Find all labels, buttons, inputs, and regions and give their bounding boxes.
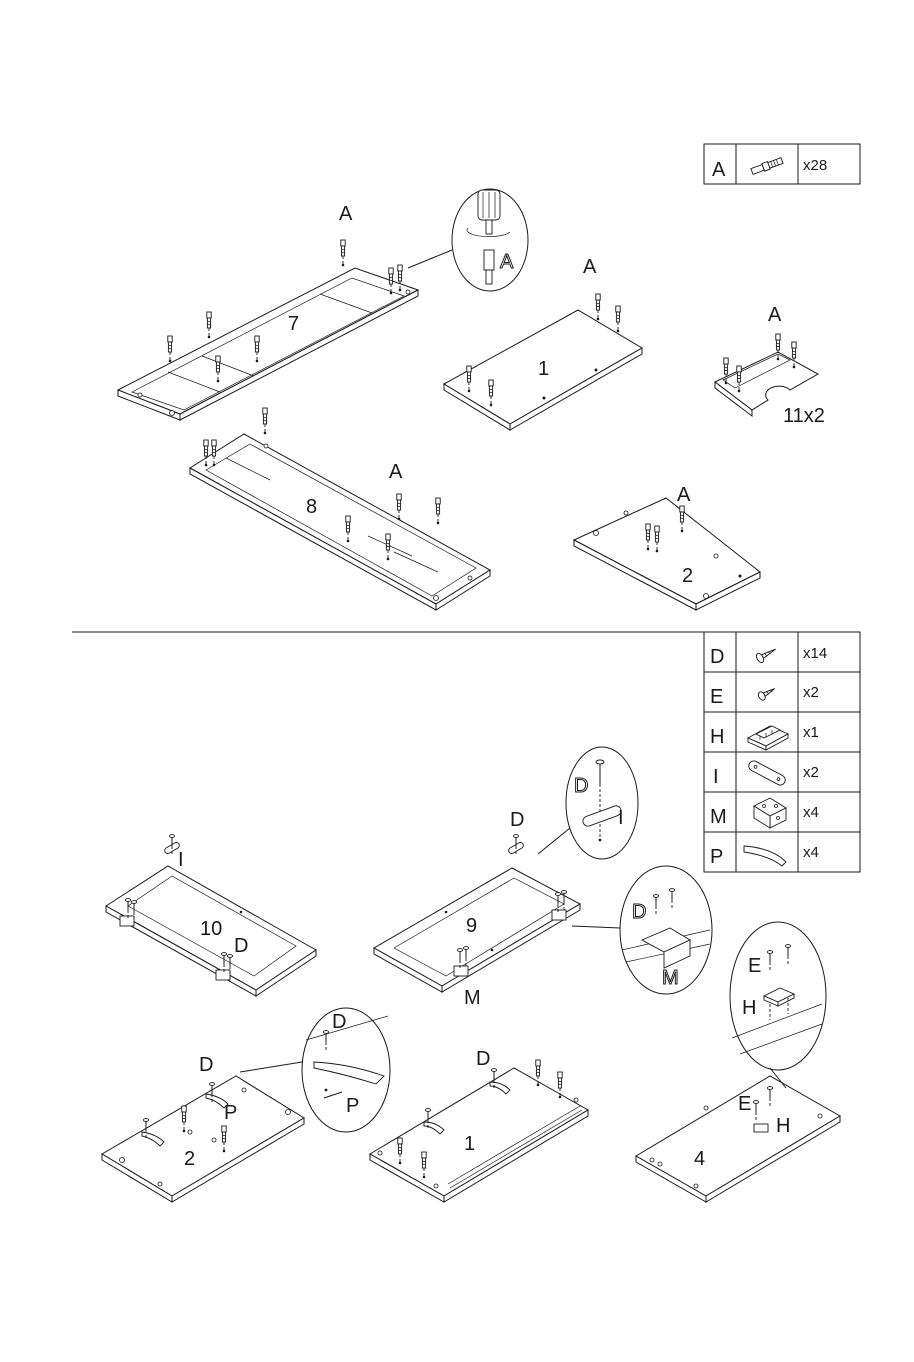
hardware-row-m: M x4 [710, 798, 819, 828]
part-label-h: H [776, 1115, 790, 1137]
part-label-a: A [339, 203, 353, 225]
panel-number: 10 [200, 918, 222, 940]
hardware-letter: D [710, 646, 724, 668]
part-label-m: M [464, 987, 481, 1009]
hardware-letter: M [710, 806, 727, 828]
panel-number: 4 [694, 1148, 705, 1170]
panel-8: 8 A [190, 408, 490, 610]
callout-label-d: D [332, 1011, 346, 1033]
callout-magnet-catch: E H [730, 922, 826, 1088]
callout-label-e: E [748, 955, 761, 977]
hardware-letter: A [712, 159, 726, 181]
hardware-row-e: E x2 [710, 684, 819, 708]
callout-screwdriver: A [408, 189, 528, 291]
connector-plate-icon [747, 759, 787, 787]
hardware-qty: x1 [803, 724, 819, 741]
part-label-a: A [583, 256, 597, 278]
hardware-qty: x2 [803, 684, 819, 701]
hardware-qty: x4 [803, 804, 819, 821]
hardware-table-bottom: D x14 E x2 H [704, 632, 860, 872]
panel-number: 8 [306, 496, 317, 518]
part-label-d: D [510, 809, 524, 831]
screw-small-icon [757, 685, 777, 702]
part-label-d: D [476, 1048, 490, 1070]
panel-2-top: 2 A [574, 484, 760, 610]
curved-plate-icon [744, 846, 786, 866]
callout-label-a: A [500, 251, 514, 273]
bracket-icon [754, 798, 786, 828]
cam-bolt-icon [751, 157, 784, 175]
callout-label-p: P [346, 1095, 359, 1117]
hardware-row-i: I x2 [713, 759, 819, 788]
part-label-p: P [224, 1102, 237, 1124]
panel-11: 11x2 A [715, 304, 825, 427]
part-label-e: E [738, 1093, 751, 1115]
hardware-qty: x14 [803, 645, 827, 662]
callout-label-i: I [618, 807, 624, 829]
callout-connector-plate: D I [538, 747, 638, 859]
hardware-qty: x28 [803, 157, 827, 174]
magnet-catch-icon [748, 726, 788, 750]
panel-number: 7 [288, 313, 299, 335]
hardware-row-h: H x1 [710, 724, 819, 750]
callout-label-h: H [742, 997, 756, 1019]
panel-number: 9 [466, 915, 477, 937]
panel-2-bottom: D P 2 [102, 1054, 304, 1202]
callout-label-d: D [632, 901, 646, 923]
hardware-row-d: D x14 [710, 645, 827, 668]
panel-number: 2 [682, 565, 693, 587]
part-label-a: A [768, 304, 782, 326]
panel-1-top: 1 A [444, 256, 642, 430]
panel-7: 7 A [118, 203, 418, 420]
part-label-a: A [389, 461, 403, 483]
panel-10: I 10 D [106, 835, 316, 996]
part-label-i: I [178, 849, 184, 871]
hardware-qty: x2 [803, 764, 819, 781]
panel-number: 11x2 [783, 405, 825, 427]
screw-icon [755, 645, 778, 664]
callout-bracket: D M [572, 866, 712, 994]
hardware-letter: I [713, 766, 719, 788]
panel-number: 1 [538, 358, 549, 380]
panel-4: 4 E H [636, 1076, 840, 1202]
hardware-qty: x4 [803, 844, 819, 861]
hardware-letter: P [710, 846, 723, 868]
callout-label-m: M [662, 967, 679, 989]
part-label-a: A [677, 484, 691, 506]
part-label-d: D [199, 1054, 213, 1076]
panel-9: D 9 M [374, 809, 580, 1009]
part-label-d: D [234, 935, 248, 957]
hardware-letter: H [710, 726, 724, 748]
hardware-letter: E [710, 686, 723, 708]
callout-label-d: D [574, 775, 588, 797]
hardware-row-p: P x4 [710, 844, 819, 868]
hardware-table-top: A x28 [704, 144, 860, 184]
panel-number: 2 [184, 1148, 195, 1170]
panel-number: 1 [464, 1133, 475, 1155]
panel-1-bottom: D 1 [370, 1048, 588, 1202]
